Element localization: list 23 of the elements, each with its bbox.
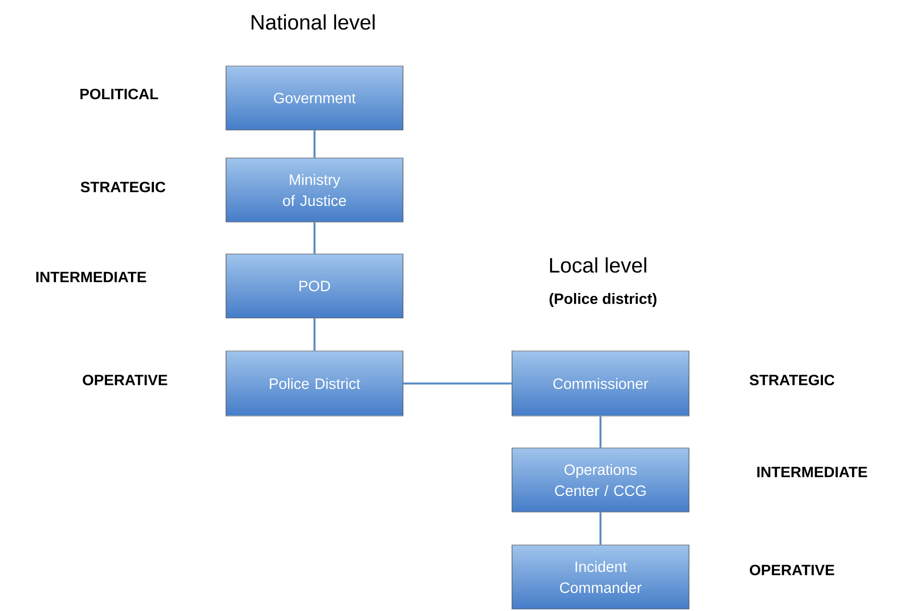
level-label: OPERATIVE [750,564,834,576]
connector-line [314,222,316,254]
connector-line [403,382,512,384]
level-label: OPERATIVE [82,374,168,386]
process-box: Government [226,66,404,130]
level-label: INTERMEDIATE [757,466,868,478]
connector-line [600,512,602,545]
heading: National level [252,14,375,30]
connector-line [314,318,316,351]
connector-line [600,416,602,448]
process-box: Police District [226,350,404,416]
process-box: POD [226,254,404,318]
level-label: Local level [550,257,646,273]
level-label: STRATEGIC [80,182,166,192]
process-box: Operations Center / CCG [512,448,690,512]
level-label: STRATEGIC [750,374,834,386]
level-label: INTERMEDIATE [36,272,146,282]
process-box: Commissioner [512,350,690,416]
connector-line [314,130,316,158]
level-label: POLITICAL [80,88,158,100]
process-box: Ministry of Justice [226,158,404,222]
level-label: (Police district) [550,293,656,307]
process-box: Incident Commander [512,544,690,610]
